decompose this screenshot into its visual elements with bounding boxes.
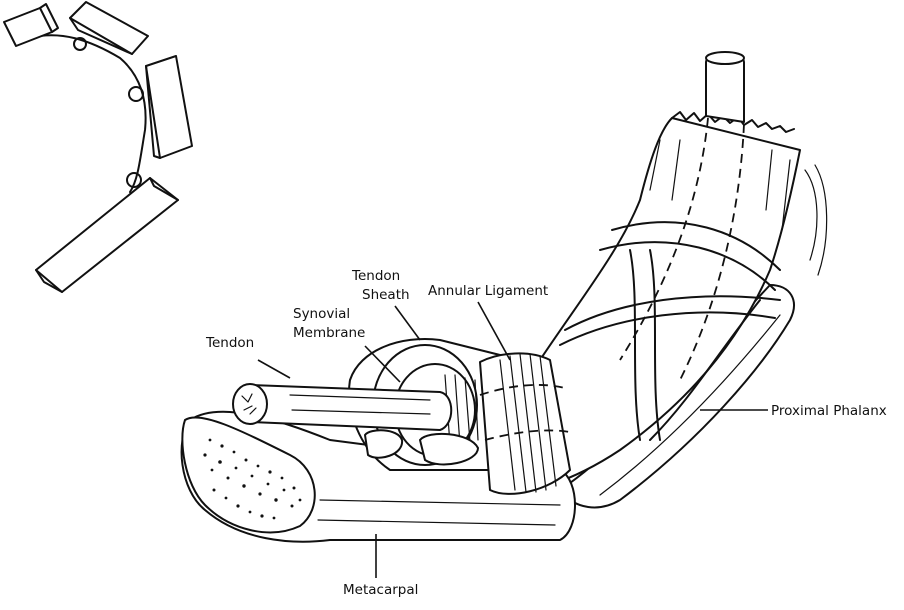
label-metacarpal: Metacarpal [343, 582, 418, 598]
label-synovial-2: Membrane [293, 325, 365, 341]
leader-tendon-sheath [394, 305, 421, 341]
label-tendon-sheath-2: Sheath [362, 287, 410, 303]
leader-tendon [257, 359, 291, 379]
label-tendon-sheath-1: Tendon [351, 268, 400, 284]
leader-annular [477, 301, 511, 361]
leader-synovial [364, 345, 401, 383]
inset-block-1 [3, 3, 59, 47]
inset-block-2 [69, 1, 149, 55]
inset-block-4 [35, 177, 179, 293]
tendon [232, 383, 479, 466]
label-synovial-1: Synovial [293, 306, 350, 322]
label-proximal-phalanx: Proximal Phalanx [771, 403, 887, 419]
label-annular-ligament: Annular Ligament [428, 283, 548, 299]
inset-block-3 [145, 55, 193, 159]
cancellous-dots [203, 438, 302, 520]
label-tendon: Tendon [205, 335, 254, 351]
digital-sheath [539, 51, 828, 486]
inset-tendon-model [3, 1, 193, 293]
annular-ligament [479, 352, 571, 495]
